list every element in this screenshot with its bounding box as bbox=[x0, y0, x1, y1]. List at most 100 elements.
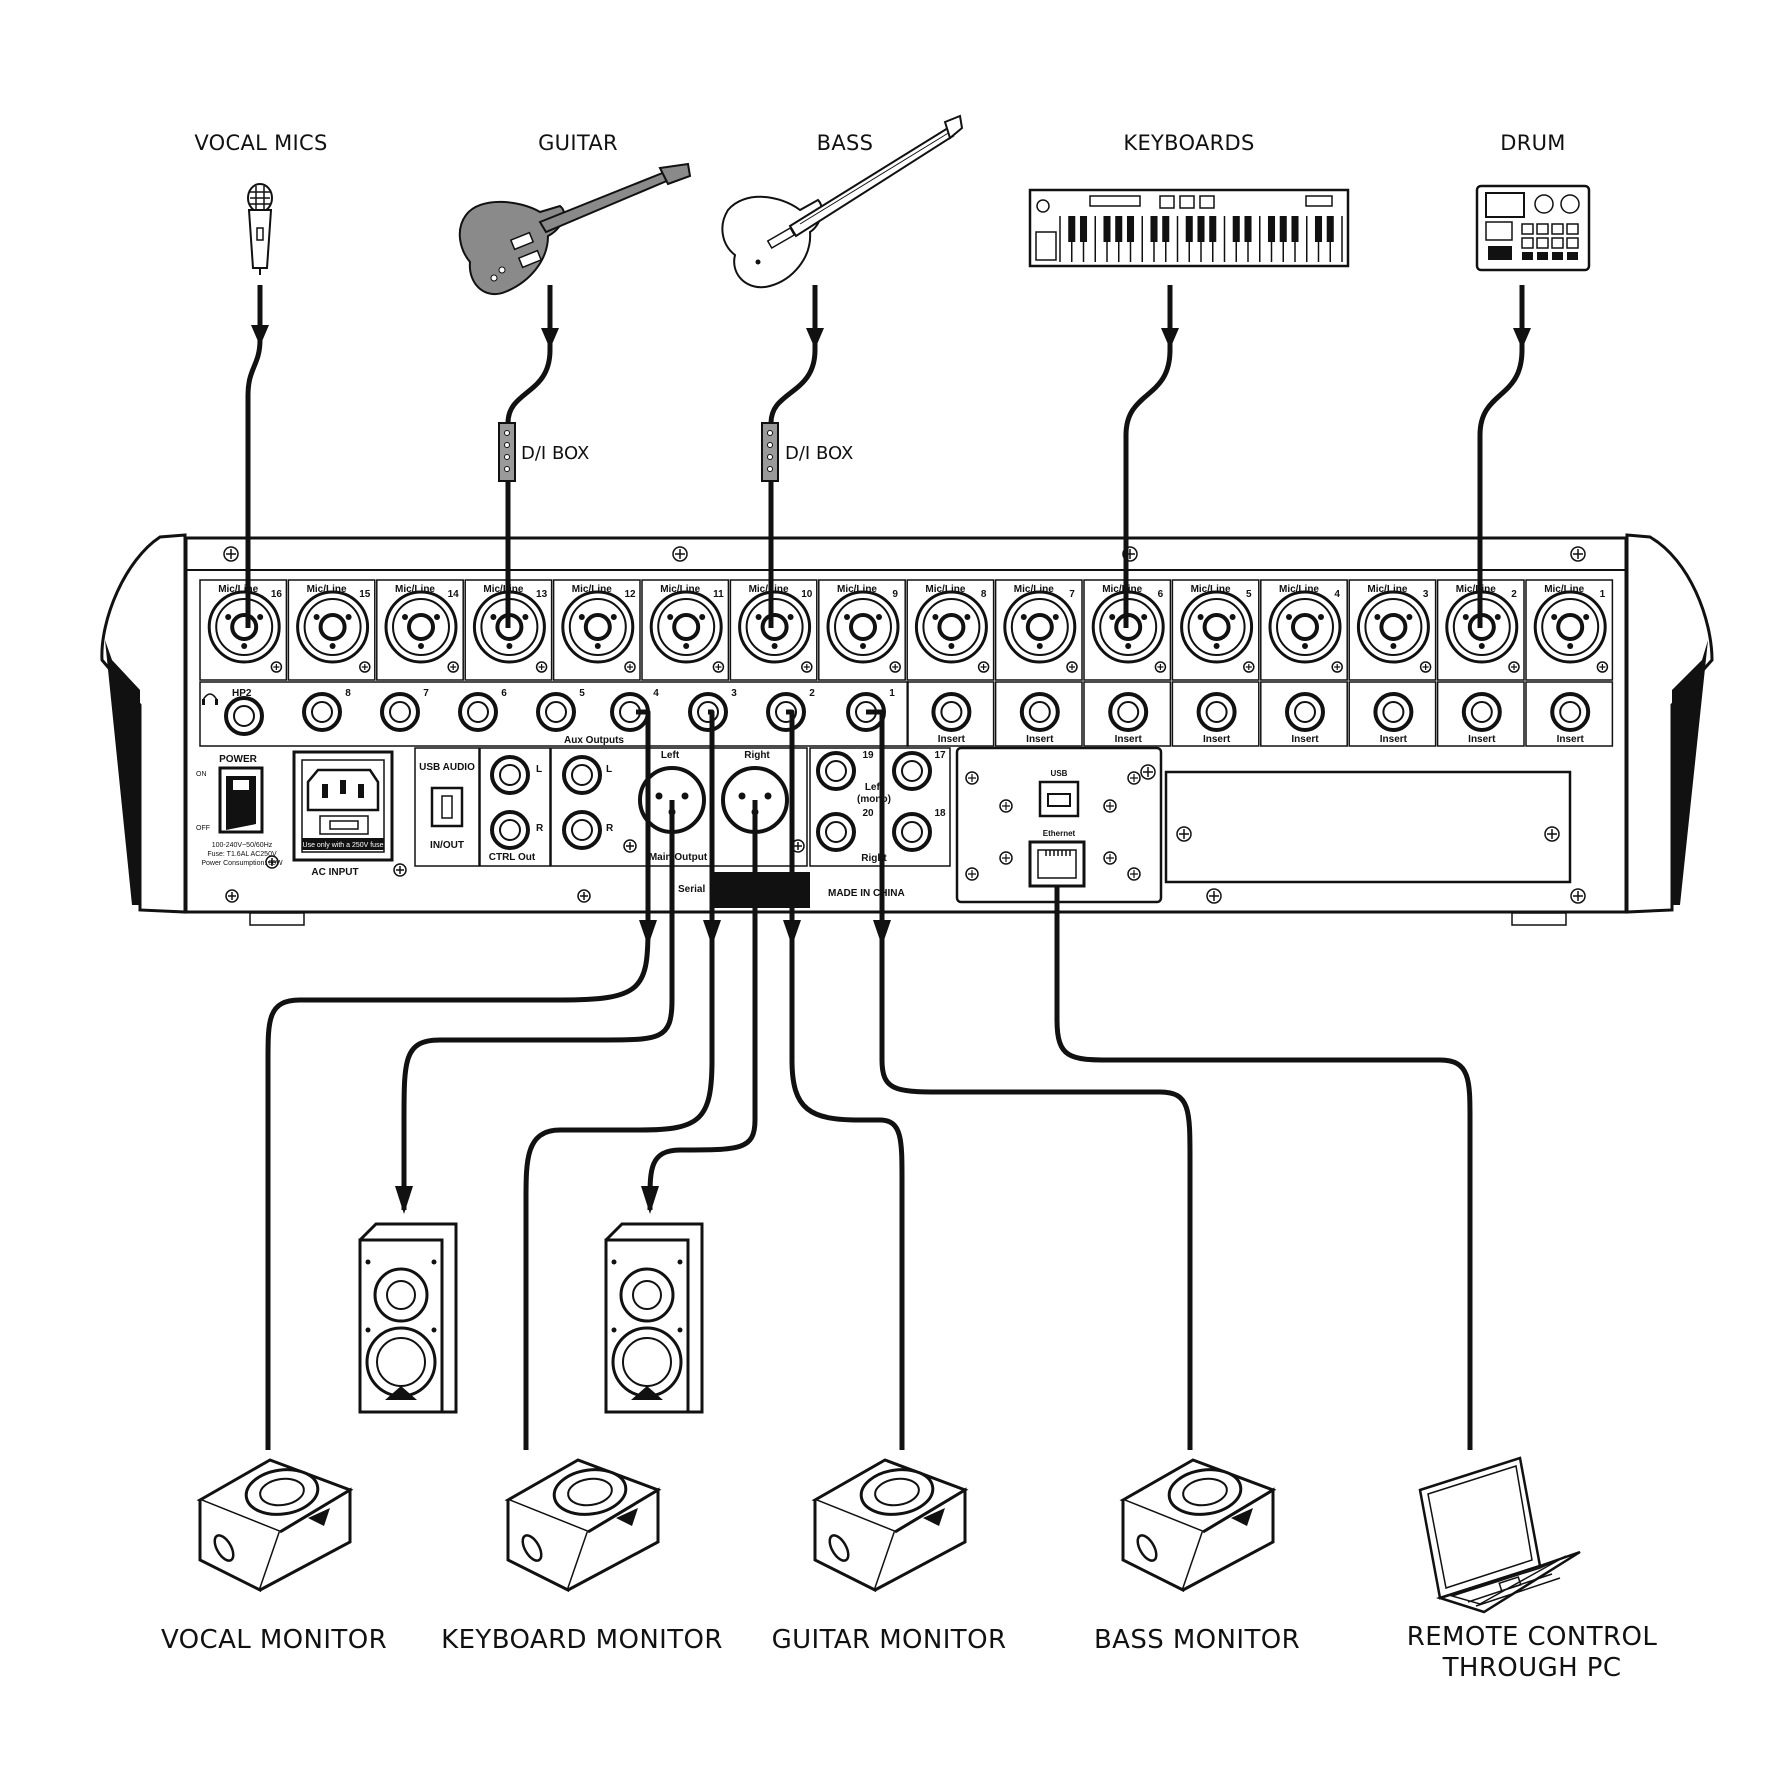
channel-number: 7 bbox=[1069, 589, 1075, 600]
hp2-jack[interactable] bbox=[224, 696, 264, 736]
ac-input-socket[interactable] bbox=[292, 750, 394, 862]
ctrl-out-r-jack[interactable] bbox=[490, 810, 530, 850]
aux-outputs-label: Aux Outputs bbox=[564, 735, 624, 746]
hp2-label: HP2 bbox=[232, 688, 252, 699]
combo-input-7[interactable] bbox=[1003, 590, 1077, 664]
studio-speaker-right bbox=[604, 1222, 704, 1414]
usb-audio-port[interactable] bbox=[430, 786, 464, 828]
channel-7-insert: Insert bbox=[994, 681, 1083, 747]
screw-icon bbox=[1243, 661, 1255, 673]
combo-input-11[interactable] bbox=[649, 590, 723, 664]
channel-number: 12 bbox=[624, 589, 636, 600]
mic-line-label: Mic/Line bbox=[395, 584, 435, 595]
insert-label: Insert bbox=[938, 734, 966, 745]
ctrl-out-l-jack[interactable] bbox=[490, 755, 530, 795]
power-spec-2: Fuse: T1.6AL AC250V bbox=[207, 851, 277, 858]
insert-jack-4[interactable] bbox=[1285, 692, 1325, 732]
channel-3-insert: Insert bbox=[1348, 681, 1437, 747]
aux-number: 5 bbox=[579, 688, 585, 699]
mic-line-label: Mic/Line bbox=[1102, 584, 1142, 595]
combo-input-8[interactable] bbox=[914, 590, 988, 664]
insert-jack-1[interactable] bbox=[1550, 692, 1591, 732]
output-19-jack[interactable] bbox=[816, 751, 856, 791]
plate-screws bbox=[965, 771, 1141, 881]
left-mono-label-1: Left bbox=[865, 782, 884, 793]
keyboards-label: KEYBOARDS bbox=[1123, 131, 1254, 155]
ctrl-l-label: L bbox=[536, 764, 542, 775]
insert-label: Insert bbox=[1203, 734, 1231, 745]
screw-icon bbox=[265, 855, 279, 869]
combo-input-12[interactable] bbox=[561, 590, 635, 664]
di-box-bass-label: D/I BOX bbox=[785, 443, 853, 464]
ctrl-r-label: R bbox=[536, 823, 544, 834]
screw-icon bbox=[624, 661, 636, 673]
channel-number: 6 bbox=[1158, 589, 1164, 600]
screw-icon bbox=[965, 867, 979, 881]
mic-line-label: Mic/Line bbox=[1544, 584, 1584, 595]
ctrl-out-section bbox=[479, 747, 551, 867]
bass-label: BASS bbox=[817, 131, 874, 155]
combo-input-14[interactable] bbox=[384, 590, 458, 664]
main-l-jack[interactable] bbox=[562, 755, 602, 795]
remote-control-label-1: REMOTE CONTROL bbox=[1407, 1622, 1658, 1652]
insert-jack-3[interactable] bbox=[1373, 692, 1414, 732]
aux-output-6-jack[interactable] bbox=[458, 692, 498, 732]
output-17-jack[interactable] bbox=[892, 751, 932, 791]
guitar-floor-monitor-icon bbox=[811, 1458, 969, 1593]
insert-jack-6[interactable] bbox=[1108, 692, 1149, 732]
mic-line-label: Mic/Line bbox=[483, 584, 523, 595]
combo-input-5[interactable] bbox=[1180, 590, 1254, 664]
aux-output-8-jack[interactable] bbox=[302, 692, 342, 732]
aux-output-7-jack[interactable] bbox=[380, 692, 420, 732]
main-left-label: Left bbox=[661, 750, 680, 761]
screw-icon bbox=[1103, 799, 1117, 813]
mic-line-label: Mic/Line bbox=[1279, 584, 1319, 595]
output-20-jack[interactable] bbox=[816, 812, 856, 852]
insert-jack-5[interactable] bbox=[1196, 692, 1237, 732]
aux3-to-keyboard-monitor bbox=[523, 709, 715, 1450]
aux-output-5-jack[interactable] bbox=[536, 692, 576, 732]
combo-input-9[interactable] bbox=[826, 590, 900, 664]
aux-number: 6 bbox=[501, 688, 507, 699]
combo-input-4[interactable] bbox=[1268, 590, 1342, 664]
guitar-monitor-label: GUITAR MONITOR bbox=[772, 1625, 1007, 1655]
screw-icon bbox=[1176, 826, 1192, 842]
channel-5-insert: Insert bbox=[1171, 681, 1260, 747]
combo-input-10[interactable] bbox=[738, 590, 812, 664]
combo-input-16[interactable] bbox=[207, 590, 281, 664]
mic-line-label: Mic/Line bbox=[1367, 584, 1407, 595]
usb-port[interactable] bbox=[1038, 780, 1080, 818]
insert-jack-7[interactable] bbox=[1019, 692, 1060, 732]
channel-1-insert: Insert bbox=[1525, 681, 1614, 747]
vocal-monitor-label: VOCAL MONITOR bbox=[161, 1625, 387, 1655]
screw-icon bbox=[1066, 661, 1078, 673]
screw-icon bbox=[999, 851, 1013, 865]
combo-input-15[interactable] bbox=[296, 590, 370, 664]
channel-number: 13 bbox=[536, 589, 548, 600]
main-right-to-speaker bbox=[647, 800, 758, 1210]
ctrl-out-label: CTRL Out bbox=[489, 852, 536, 863]
bass-guitar-icon bbox=[721, 114, 964, 289]
ethernet-port[interactable] bbox=[1028, 840, 1086, 888]
remote-control-label-2: THROUGH PC bbox=[1442, 1653, 1622, 1683]
usb-label: USB bbox=[1051, 769, 1068, 778]
made-in-label: MADE IN CHINA bbox=[828, 888, 905, 899]
keyboard-icon bbox=[1028, 188, 1350, 268]
screw-icon bbox=[977, 661, 990, 673]
combo-input-3[interactable] bbox=[1356, 590, 1430, 664]
screw-icon bbox=[801, 661, 813, 673]
main-r-jack[interactable] bbox=[562, 810, 602, 850]
output-18-jack[interactable] bbox=[892, 812, 932, 852]
insert-jack-8[interactable] bbox=[931, 692, 972, 732]
power-label: POWER bbox=[219, 754, 258, 765]
combo-input-1[interactable] bbox=[1533, 590, 1607, 664]
insert-jack-2[interactable] bbox=[1461, 692, 1502, 732]
channel-number: 5 bbox=[1246, 589, 1252, 600]
drum-cable bbox=[1477, 285, 1525, 628]
drum-machine-icon bbox=[1475, 184, 1591, 272]
power-switch[interactable] bbox=[218, 766, 264, 834]
screw-icon bbox=[1544, 826, 1560, 842]
